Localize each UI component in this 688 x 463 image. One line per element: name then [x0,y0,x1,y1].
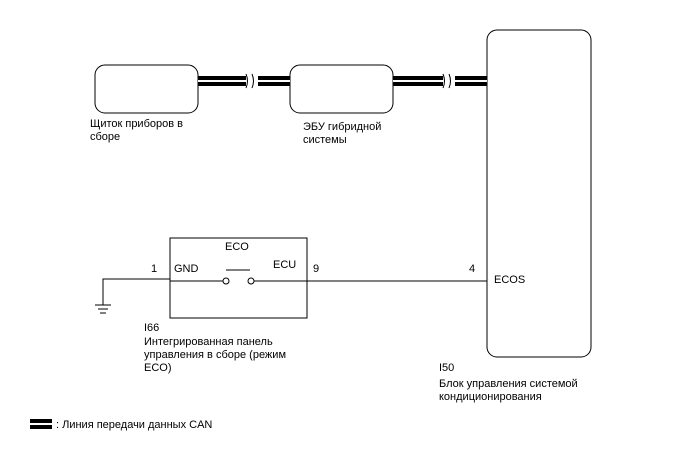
can-bus-line-1 [198,73,290,89]
pin-ecos-name: ECOS [494,274,526,286]
hybrid-ecu-label: ЭБУ гибридной системы [303,121,382,146]
hybrid-ecu-box [289,64,394,114]
eco-switch-label: ECO [225,241,249,253]
ground-wire [102,278,170,305]
eco-switch [170,269,307,285]
ac-control-box [486,29,592,358]
legend-text: : Линия передачи данных CAN [56,419,213,431]
ground-symbol [95,304,111,314]
can-legend-symbol [30,419,52,429]
control-panel-label: Интегрированная панель управления в сбор… [144,336,287,374]
ac-control-label: Блок управления системой кондиционирован… [439,378,578,403]
instrument-cluster-box [94,64,199,114]
pin-ecos-number: 4 [469,263,476,275]
can-bus-line-2 [393,73,487,89]
ac-control-connector: I50 [439,362,455,374]
pin-gnd-number: 1 [151,263,158,275]
pin-gnd-name: GND [174,263,199,275]
pin-ecu-name: ECU [273,259,297,271]
pin-ecu-number: 9 [313,263,320,275]
control-panel-box [169,237,308,319]
control-panel-connector: I66 [144,322,160,334]
instrument-cluster-label: Щиток приборов в сборе [90,118,183,143]
